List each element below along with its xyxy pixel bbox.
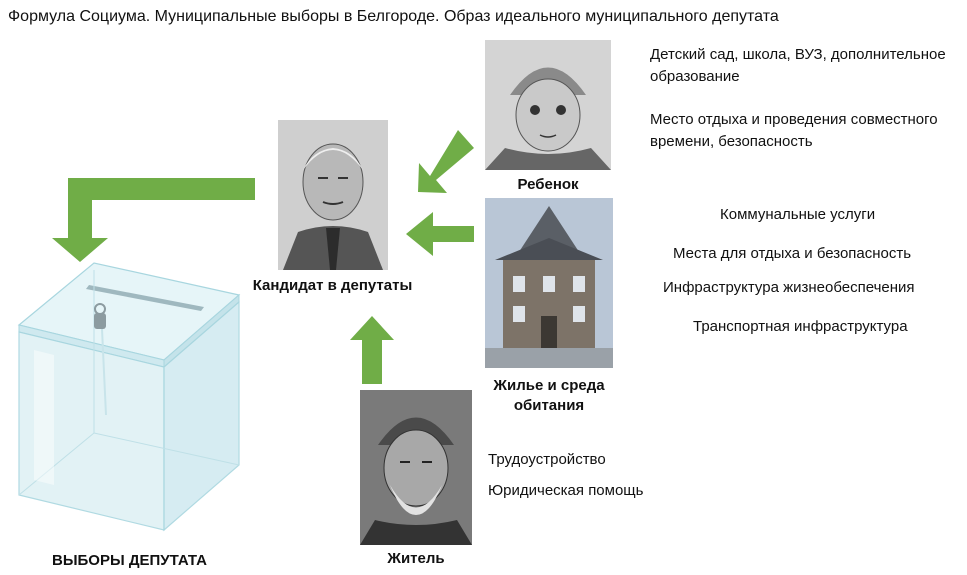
house-icon bbox=[485, 198, 613, 368]
child-portrait-icon bbox=[485, 40, 611, 170]
resident-label: Житель bbox=[387, 550, 445, 567]
housing-need-infrastructure: Инфраструктура жизнеобеспечения bbox=[663, 279, 915, 296]
housing-need-utilities: Коммунальные услуги bbox=[720, 206, 876, 223]
child-need-leisure: Место отдыха и проведения совместного вр… bbox=[650, 111, 938, 150]
page-title: Формула Социума. Муниципальные выборы в … bbox=[8, 8, 779, 25]
candidate-photo bbox=[278, 120, 388, 270]
arrow-resident-to-candidate bbox=[350, 316, 394, 384]
resident-need-employment: Трудоустройство bbox=[488, 451, 606, 468]
candidate-label: Кандидат в депутаты bbox=[252, 277, 413, 294]
resident-photo bbox=[360, 390, 472, 545]
child-photo bbox=[485, 40, 611, 170]
housing-need-transport: Транспортная инфраструктура bbox=[693, 318, 908, 335]
housing-label: Жилье и среда обитания bbox=[493, 377, 605, 414]
housing-photo bbox=[485, 198, 613, 368]
arrow-housing-to-candidate bbox=[406, 212, 474, 256]
resident-need-legal: Юридическая помощь bbox=[488, 482, 644, 499]
arrow-to-ballot bbox=[52, 178, 255, 262]
child-label: Ребенок bbox=[517, 176, 579, 193]
arrow-child-to-candidate bbox=[418, 130, 474, 193]
housing-need-recreation: Места для отдыха и безопасность bbox=[673, 245, 912, 262]
elderly-man-portrait-icon bbox=[278, 120, 388, 270]
ballot-box-icon bbox=[17, 262, 241, 532]
ballot-label: ВЫБОРЫ ДЕПУТАТА bbox=[52, 552, 207, 569]
elderly-resident-portrait-icon bbox=[360, 390, 472, 545]
child-need-education: Детский сад, школа, ВУЗ, дополнительное … bbox=[650, 46, 946, 85]
